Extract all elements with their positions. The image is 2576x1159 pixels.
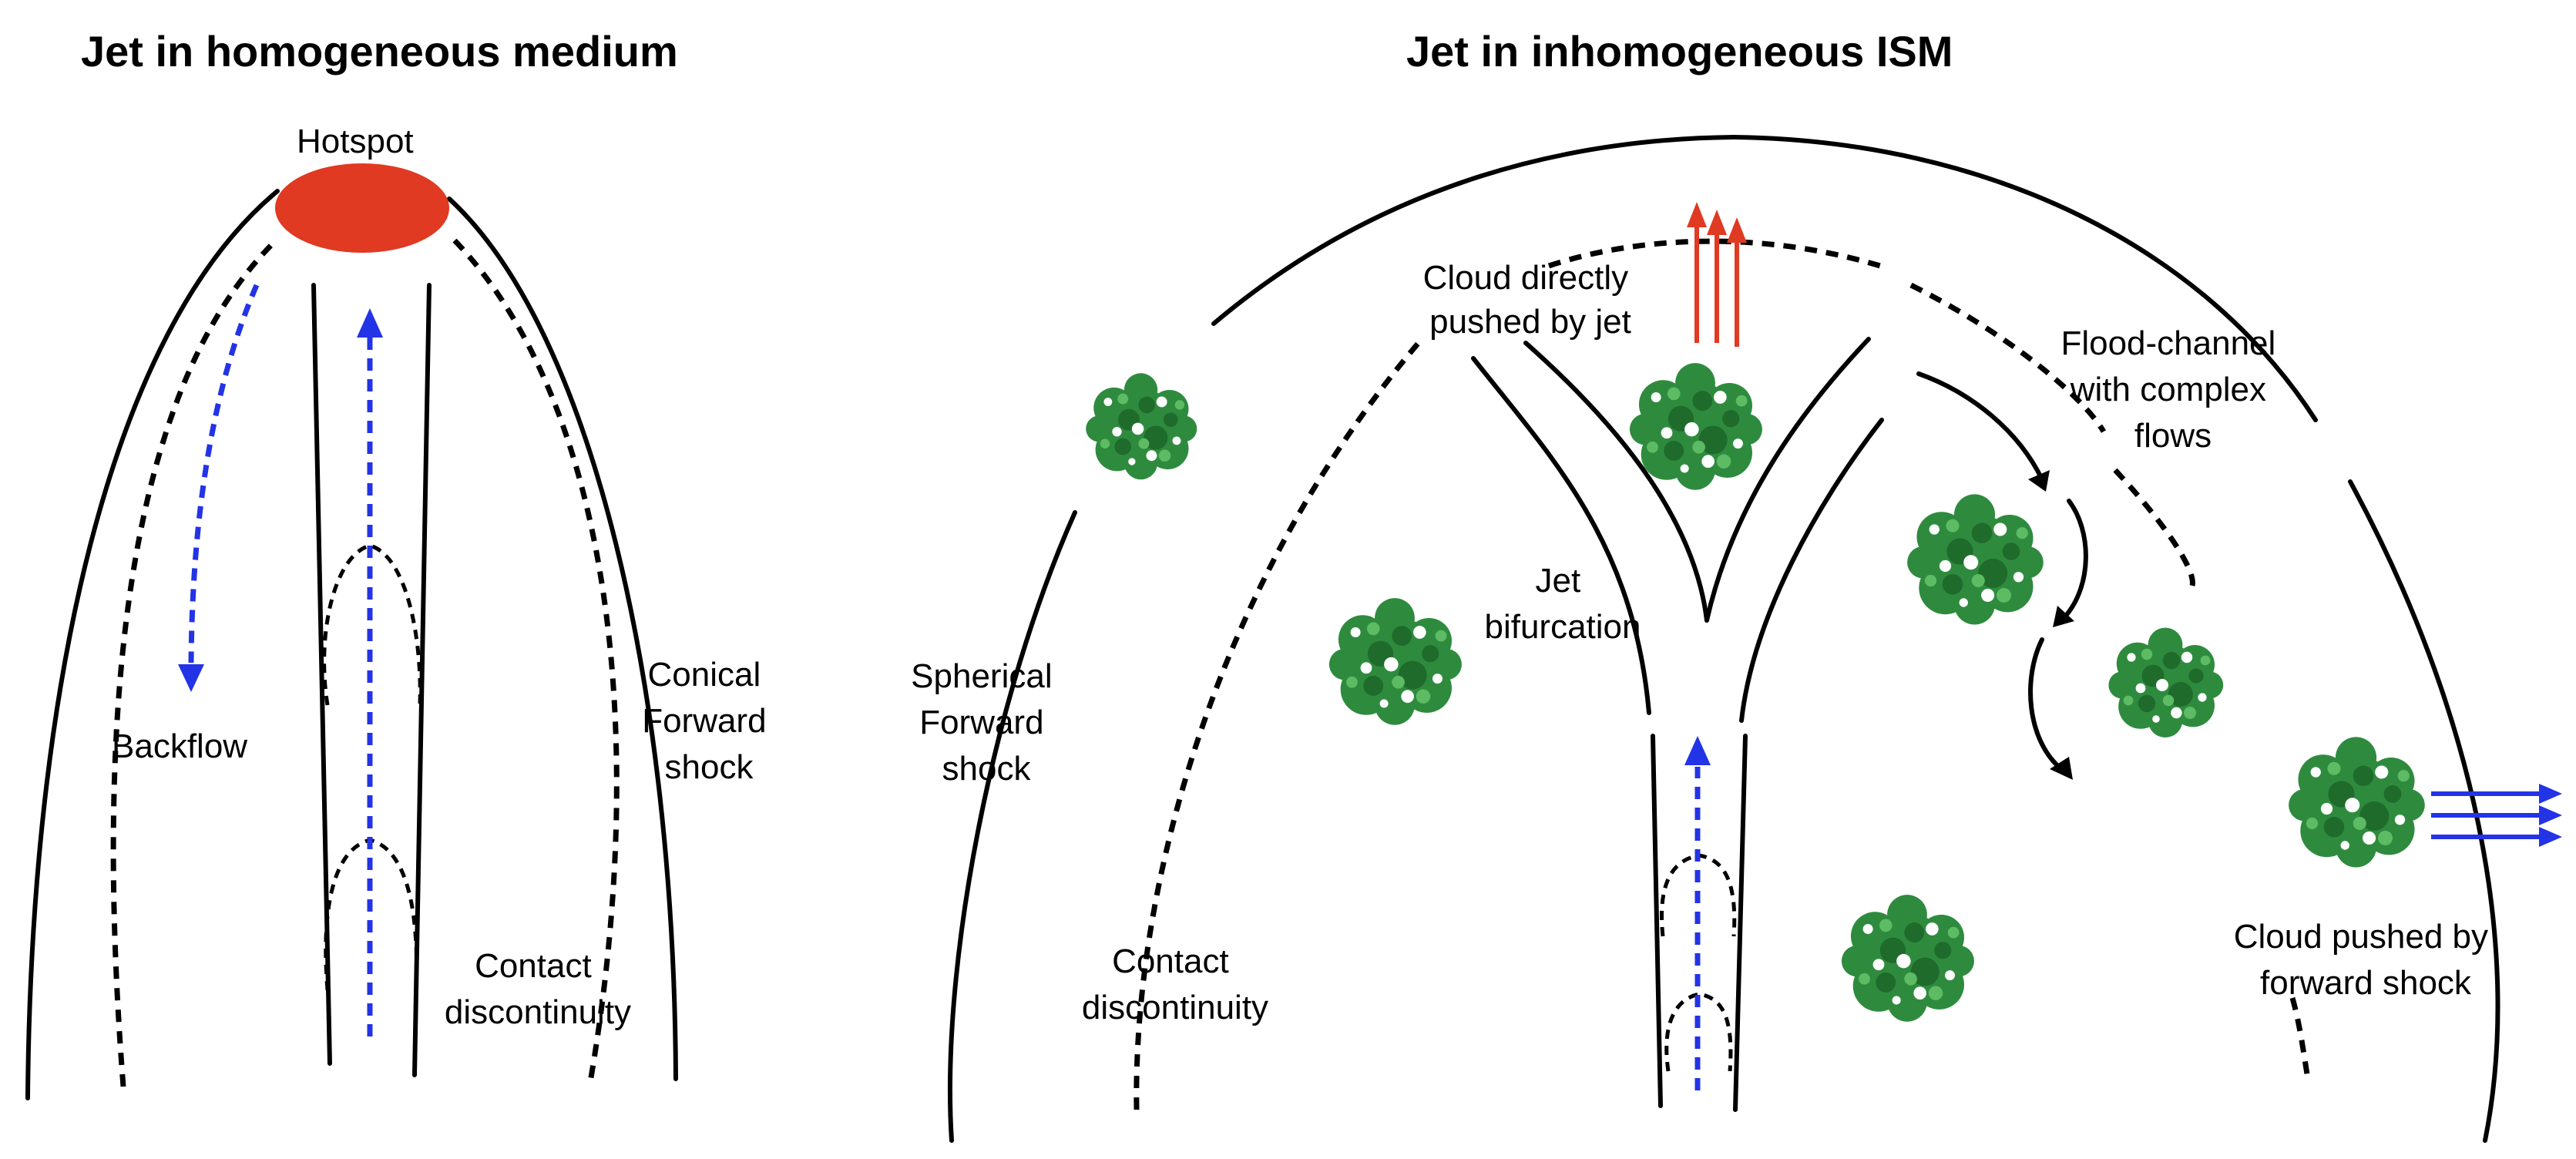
- right-contact-discontinuity-top: [1547, 238, 1882, 269]
- cloud-pushed-by-jet: [1629, 363, 1762, 490]
- left-jet-flow-arrowhead: [357, 308, 383, 338]
- cloud-channel-2: [2108, 627, 2224, 737]
- right-contact-discontinuity-lower-right: [2289, 997, 2311, 1080]
- flood-arrowhead-2: [2053, 606, 2074, 627]
- flood-channel-label: Flood-channel with complex flows: [2060, 324, 2285, 455]
- left-forward-shock-left: [25, 189, 280, 1100]
- left-jet-wall-left: [311, 283, 332, 1066]
- cloud-left-middle: [1328, 598, 1462, 725]
- bifurcation-outer-left: [1471, 356, 1651, 715]
- flood-arrow-1: [1916, 371, 2044, 482]
- hotspot-label: Hotspot: [297, 123, 414, 160]
- flood-arrowhead-1: [2028, 470, 2050, 492]
- bifurcation-outer-right: [1739, 418, 1884, 723]
- left-contact-discontinuity-left: [110, 240, 276, 1087]
- cloud-shock-label: Cloud pushed by forward shock: [2234, 918, 2497, 1002]
- right-jet-flow-arrowhead: [1684, 736, 1711, 765]
- bifurcation-label: Jet bifurcation: [1484, 562, 1641, 646]
- backflow-label: Backflow: [112, 727, 247, 765]
- conical-shock-label: Conical Forward shock: [642, 656, 776, 786]
- left-forward-shock-right: [447, 197, 678, 1081]
- right-internal-shock-lower: [1664, 992, 1733, 1072]
- backflow-arrowhead: [178, 664, 204, 692]
- cloud-jet-label: Cloud directly pushed by jet: [1423, 259, 1638, 341]
- red-push-arrowhead-1: [1687, 202, 1707, 227]
- spherical-shock-right-lower: [2348, 479, 2500, 1143]
- right-contact-discontinuity-upper-right: [1909, 282, 2106, 433]
- spherical-shock-label: Spherical Forward shock: [911, 657, 1062, 788]
- left-contact-label: Contact discontinuity: [445, 947, 631, 1031]
- cloud-channel-1: [1907, 494, 2044, 625]
- cloud-left-top: [1086, 373, 1197, 480]
- right-contact-label: Contact discontinuity: [1082, 942, 1268, 1026]
- red-push-arrowhead-3: [1727, 217, 1747, 243]
- spherical-shock-top-right: [1731, 135, 2318, 422]
- cloud-pushed-by-shock: [2289, 737, 2425, 868]
- spherical-shock-left-lower: [948, 510, 1077, 1143]
- cloud-lower: [1841, 895, 1974, 1022]
- right-jet-wall-right: [1733, 734, 1748, 1112]
- right-panel: Jet in inhomogeneous ISM: [911, 27, 2562, 1143]
- bifurcation-inner-right: [1704, 337, 1871, 623]
- left-panel: Jet in homogeneous medium Hotspot Backfl…: [25, 27, 776, 1100]
- red-push-arrowhead-2: [1707, 210, 1727, 235]
- flood-arrow-2: [2063, 499, 2088, 619]
- blue-push-arrowhead-3: [2539, 827, 2562, 847]
- right-contact-discontinuity-right: [2113, 468, 2195, 586]
- right-jet-wall-left: [1651, 734, 1663, 1108]
- spherical-shock-top-left: [1211, 135, 1736, 326]
- flood-arrow-3: [2028, 637, 2064, 771]
- right-panel-title: Jet in inhomogeneous ISM: [1406, 27, 1953, 76]
- hotspot: [275, 163, 449, 253]
- backflow-arrow: [188, 284, 260, 663]
- blue-push-arrowhead-2: [2539, 805, 2562, 825]
- blue-push-arrowhead-1: [2539, 784, 2562, 804]
- left-internal-shock-upper: [322, 543, 422, 706]
- flood-arrowhead-3: [2050, 757, 2073, 780]
- left-panel-title: Jet in homogeneous medium: [81, 27, 678, 76]
- bifurcation-inner-left: [1523, 341, 1709, 623]
- right-contact-discontinuity-left: [1134, 337, 1424, 1110]
